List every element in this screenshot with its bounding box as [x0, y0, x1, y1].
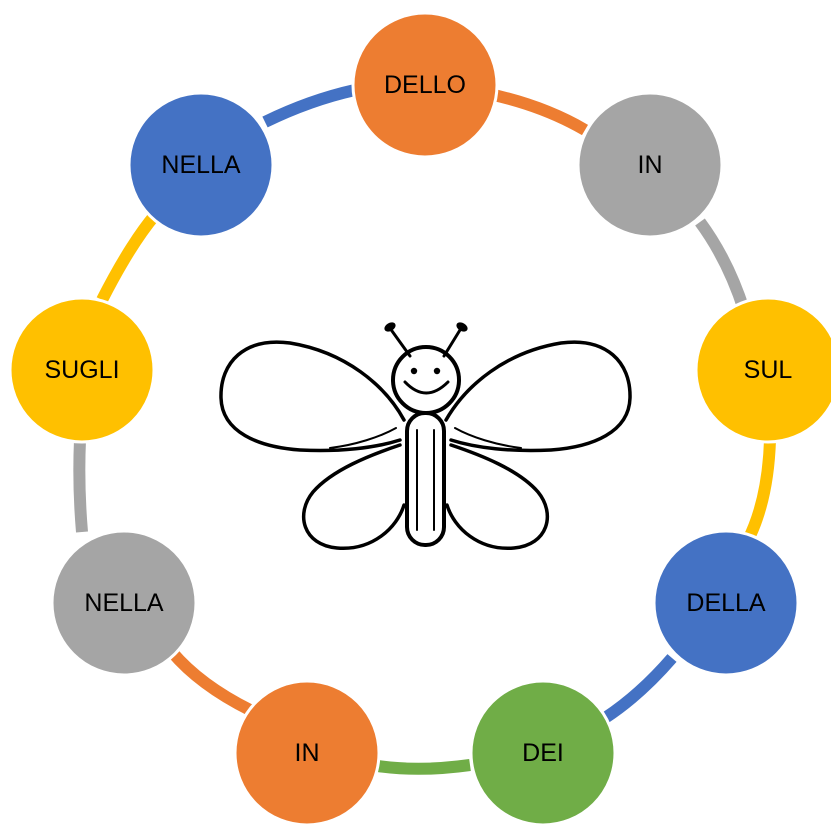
- butterfly-smile: [403, 380, 450, 395]
- connector-sugli-nella: [96, 211, 160, 303]
- node-della: DELLA: [652, 529, 800, 677]
- node-sugli: SUGLI: [8, 296, 156, 444]
- connector-nella-sugli: [73, 439, 88, 533]
- wing-left-inner: [329, 427, 397, 449]
- node-label: NELLA: [84, 589, 164, 617]
- node-circle: [233, 679, 381, 826]
- butterfly-head: [391, 345, 461, 415]
- node-dello: DELLO: [351, 11, 499, 159]
- wing-right-lower: [445, 443, 549, 550]
- node-sul: SUL: [694, 296, 831, 444]
- butterfly-eye-left: [410, 367, 418, 375]
- butterfly-icon: [219, 322, 632, 550]
- node-in: IN: [576, 91, 724, 239]
- wing-left-upper: [219, 340, 406, 453]
- node-circle: [127, 91, 275, 239]
- node-circle: [469, 679, 617, 826]
- node-nella: NELLA: [127, 91, 275, 239]
- antenna-right-tip: [456, 322, 468, 332]
- node-label: DELLO: [384, 71, 466, 99]
- node-circle: [694, 296, 831, 444]
- node-label: IN: [295, 739, 320, 767]
- connector-della-dei: [601, 654, 677, 724]
- connector-in-sul: [695, 218, 750, 312]
- node-circle: [576, 91, 724, 239]
- node-circle: [50, 529, 198, 677]
- butterfly-body-inner: [416, 429, 435, 531]
- node-circle: [652, 529, 800, 677]
- butterfly-eye-right: [433, 367, 441, 375]
- node-label: IN: [638, 151, 663, 179]
- wing-right-upper: [444, 340, 632, 453]
- connector-in-nella: [167, 648, 253, 716]
- node-in: IN: [233, 679, 381, 826]
- node-label: DELLA: [686, 589, 766, 617]
- antenna-left-tip: [384, 322, 396, 332]
- antenna-right: [442, 328, 462, 358]
- connector-ring: [73, 79, 776, 775]
- connector-nella-dello: [262, 84, 357, 128]
- wing-left-lower: [302, 443, 406, 550]
- node-label: DEI: [522, 739, 564, 767]
- butterfly-body: [405, 411, 446, 547]
- connector-sul-della: [742, 439, 776, 543]
- node-label: SUL: [744, 356, 793, 384]
- node-nella: NELLA: [50, 529, 198, 677]
- connector-dei-in: [377, 759, 471, 775]
- node-label: SUGLI: [44, 356, 119, 384]
- wing-right-inner: [454, 427, 522, 449]
- node-circle: [351, 11, 499, 159]
- node-dei: DEI: [469, 679, 617, 826]
- node-circle: [8, 296, 156, 444]
- node-label: NELLA: [161, 151, 241, 179]
